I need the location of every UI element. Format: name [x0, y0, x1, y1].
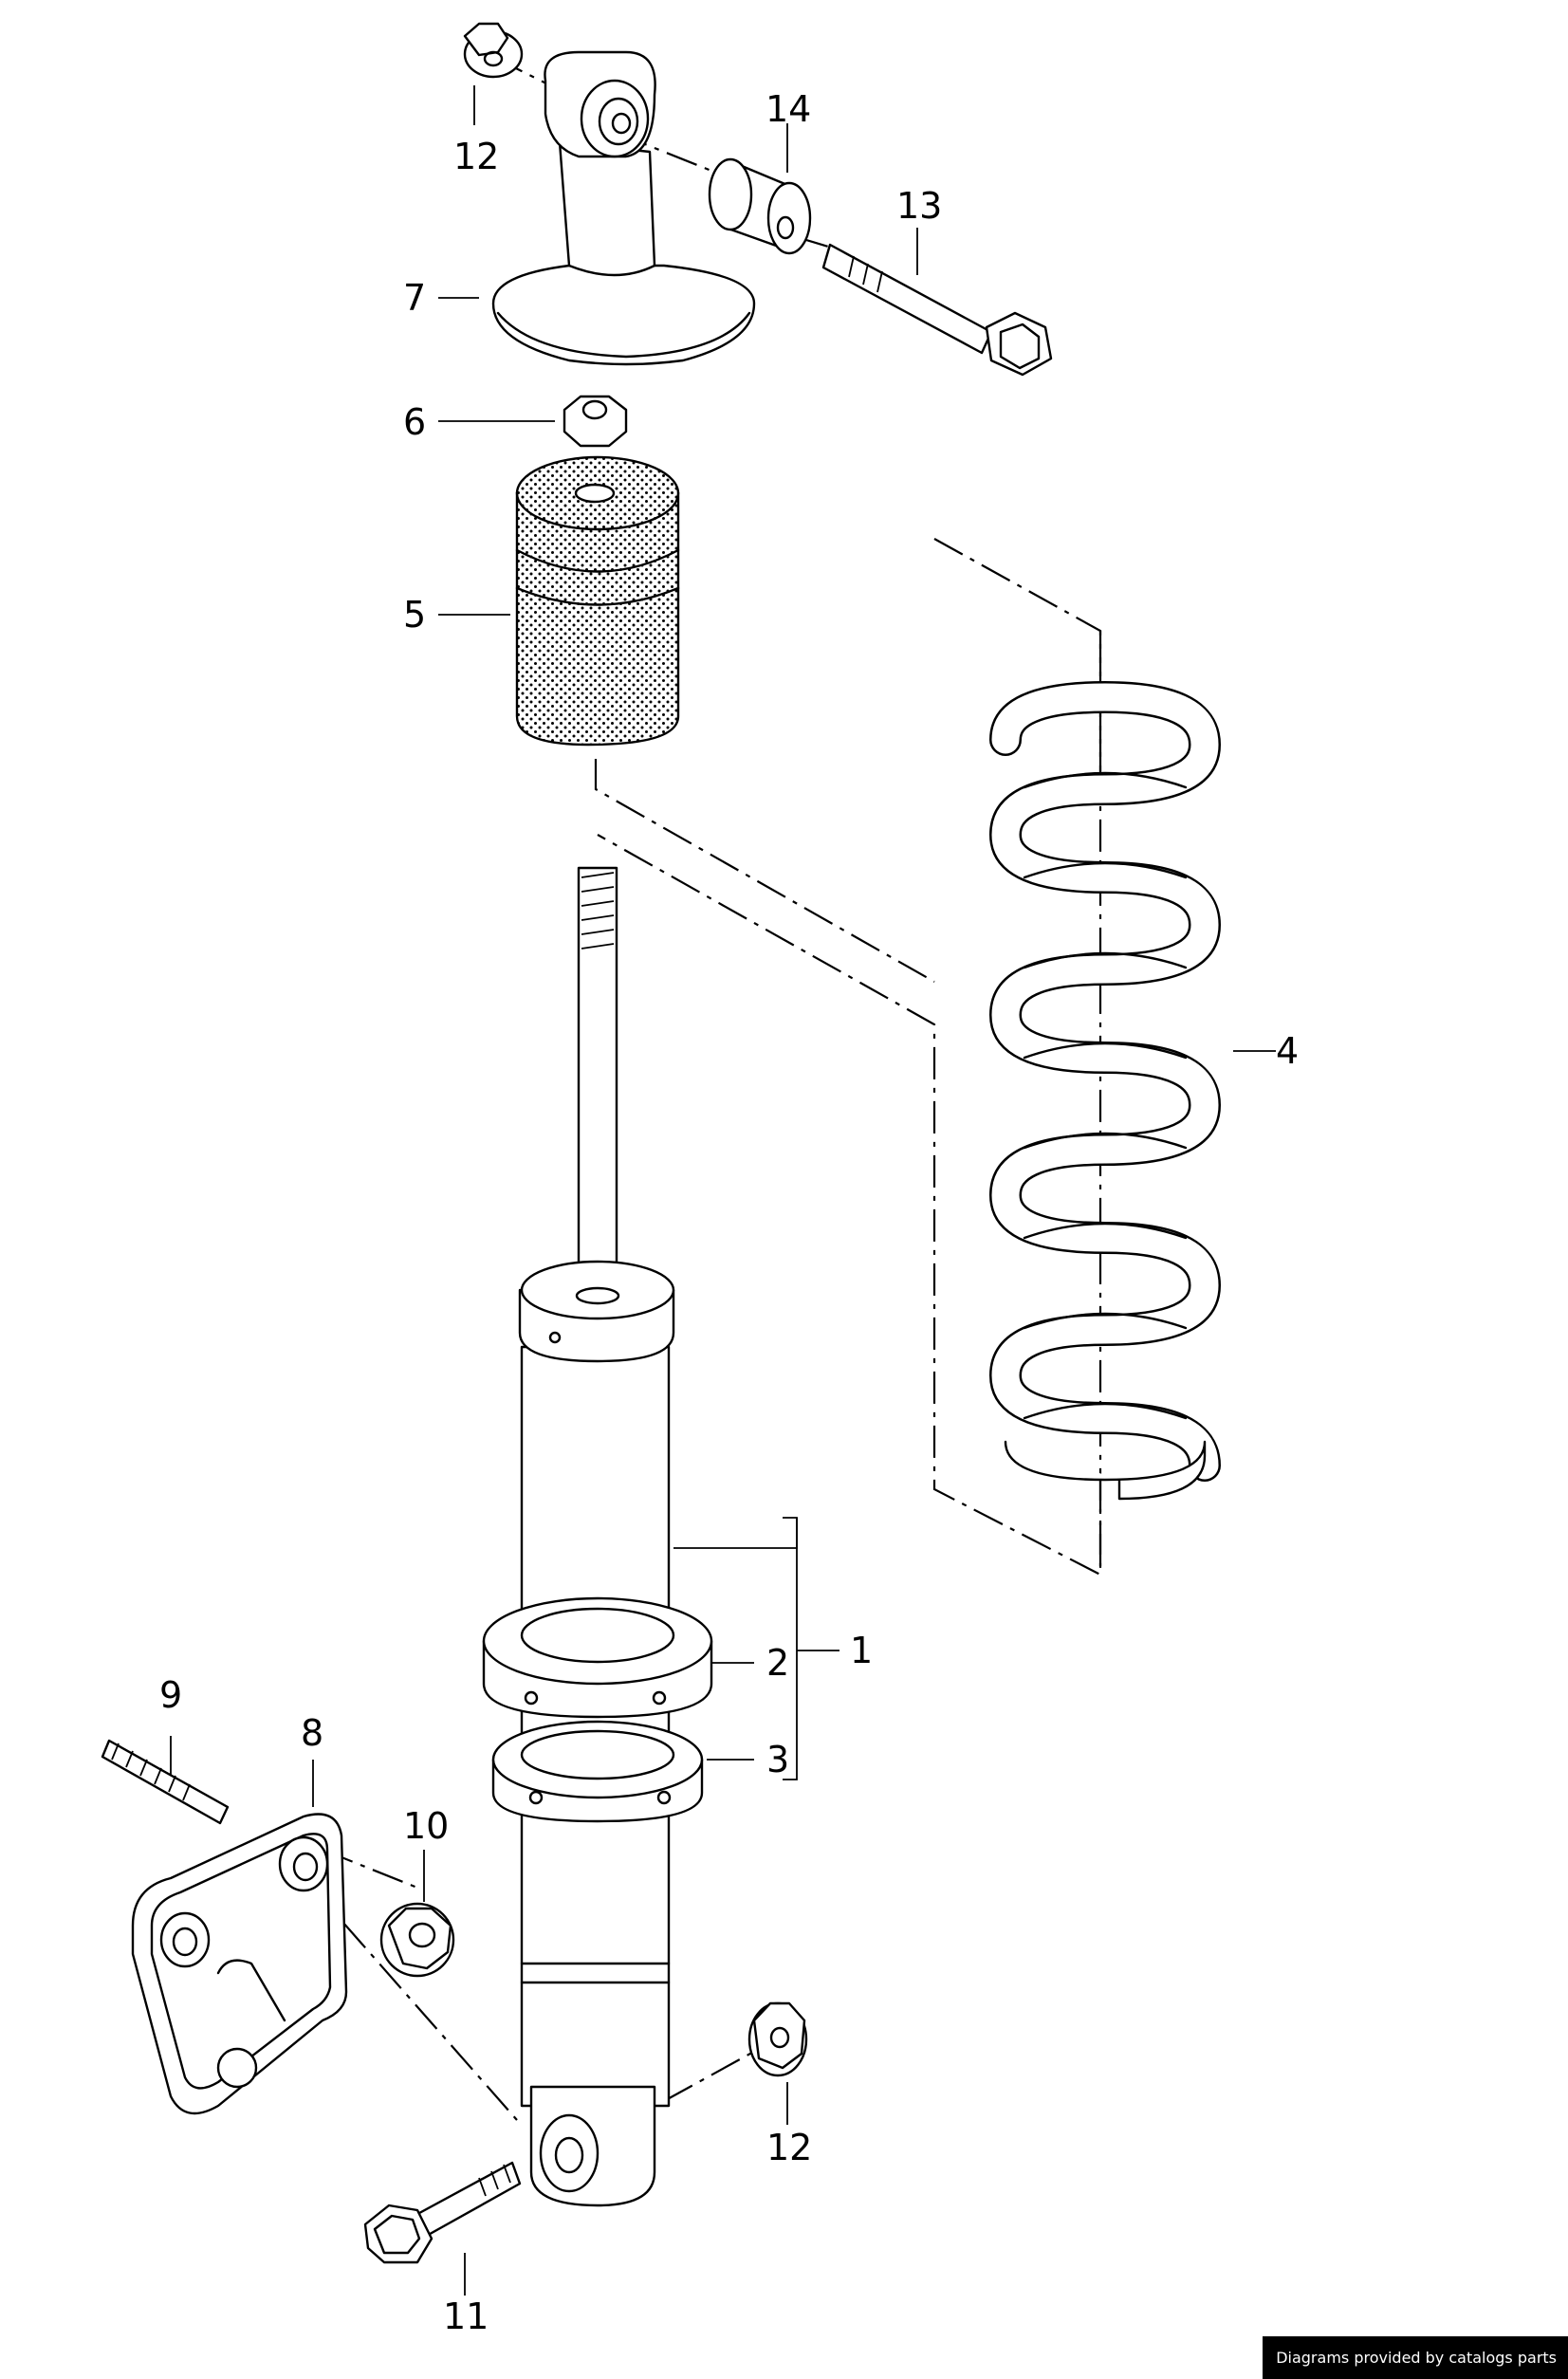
- callout-5: 5: [403, 594, 426, 636]
- callout-4: 4: [1276, 1030, 1299, 1072]
- upper-mount: [491, 50, 756, 366]
- callout-8: 8: [301, 1712, 323, 1754]
- callout-13: 13: [896, 185, 942, 227]
- hex-nut: [563, 395, 628, 448]
- callout-7: 7: [403, 277, 426, 319]
- bushing: [708, 157, 812, 255]
- callout-11: 11: [443, 2296, 489, 2337]
- bolt-top: [821, 243, 1053, 377]
- flange-nut-top: [463, 22, 524, 79]
- threaded-stud: [101, 1739, 230, 1825]
- credit-banner: Diagrams provided by catalogs parts: [1263, 2336, 1568, 2379]
- callout-9: 9: [159, 1674, 182, 1716]
- flange-nut-bracket: [379, 1902, 455, 1978]
- callout-1: 1: [850, 1630, 873, 1671]
- spring-seat-lower: [491, 1720, 704, 1823]
- callout-3: 3: [766, 1739, 789, 1780]
- bolt-bottom: [363, 2161, 522, 2264]
- callout-10: 10: [403, 1805, 449, 1847]
- callout-12-bottom: 12: [766, 2127, 812, 2168]
- bump-stop: [515, 455, 680, 747]
- spring-seat-upper: [482, 1596, 713, 1719]
- callout-14: 14: [766, 88, 811, 130]
- shock-absorber: [518, 866, 675, 2207]
- leader-lines: [170, 85, 1276, 2296]
- callout-2: 2: [766, 1642, 789, 1684]
- coil-spring: [988, 680, 1222, 1501]
- callout-labels: 12 14 13 7 6 5 4 1 2 3 9 8 10 12 11: [159, 88, 1299, 2337]
- flange-nut-bottom: [747, 2001, 808, 2077]
- callout-12-top: 12: [453, 136, 499, 177]
- callout-6: 6: [403, 401, 426, 443]
- mounting-bracket: [131, 1813, 348, 2115]
